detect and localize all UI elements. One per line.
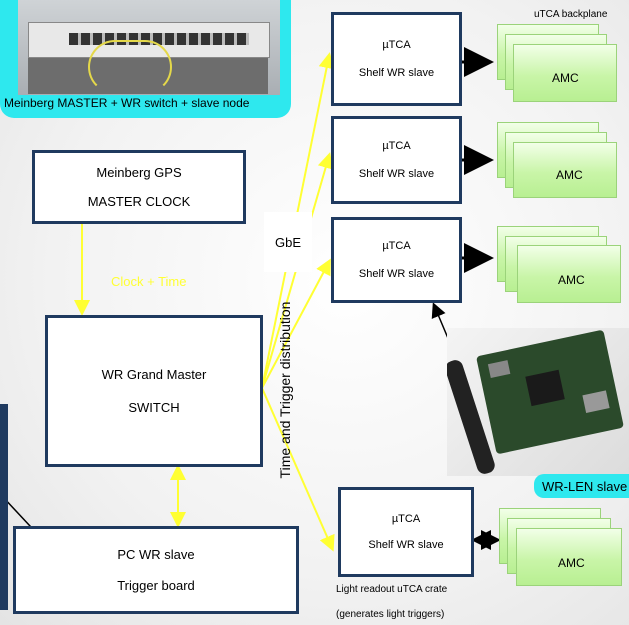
wrlen-label: WR-LEN slave <box>542 478 628 494</box>
shelf4-line1: µTCA <box>391 513 421 525</box>
gbe-text: GbE <box>274 234 301 250</box>
rack-photo-image <box>18 0 280 95</box>
pc-line1: PC WR slave <box>117 547 195 562</box>
pc-line2: Trigger board <box>117 578 195 593</box>
amc-label-3: AMC <box>558 273 585 287</box>
link-shelf-3 <box>261 258 331 389</box>
amc-card-1c <box>513 44 617 102</box>
grandmaster-box: WR Grand Master SWITCH <box>45 315 263 467</box>
amc-label-2: AMC <box>556 168 583 182</box>
left-panel-edge <box>0 404 8 610</box>
gps-master-box: Meinberg GPS MASTER CLOCK <box>32 150 246 224</box>
amc-label-4: AMC <box>558 556 585 570</box>
link-shelf-2 <box>261 152 334 389</box>
shelf3-line1: µTCA <box>382 240 411 252</box>
amc-label-1: AMC <box>552 71 579 85</box>
utca-shelf-1: µTCA Shelf WR slave <box>331 12 462 106</box>
crate-caption-1: Light readout uTCA crate <box>336 584 448 595</box>
rack-cable <box>88 40 172 94</box>
shelf4-line2: Shelf WR slave <box>368 539 444 551</box>
amc-card-2c <box>513 142 617 198</box>
pc-wr-slave-box: PC WR slave Trigger board <box>13 526 299 614</box>
grandmaster-line2: SWITCH <box>128 400 180 415</box>
shelf2-line1: µTCA <box>382 140 411 152</box>
shelf1-line2: Shelf WR slave <box>358 67 435 79</box>
grandmaster-line1: WR Grand Master <box>101 367 207 382</box>
link-shelf-4 <box>261 387 335 552</box>
clock-time-label: Clock + Time <box>111 274 187 289</box>
utca-shelf-2: µTCA Shelf WR slave <box>331 116 462 204</box>
rack-photo: Meinberg MASTER + WR switch + slave node <box>0 0 291 118</box>
shelf3-line2: Shelf WR slave <box>358 268 435 280</box>
crate-caption-2: (generates light triggers) <box>336 609 445 620</box>
gps-line1: Meinberg GPS <box>96 165 182 180</box>
distribution-label: Time and Trigger distribution <box>277 301 293 479</box>
photo-caption: Meinberg MASTER + WR switch + slave node <box>4 96 250 110</box>
gps-line2: MASTER CLOCK <box>87 194 191 209</box>
utca-shelf-3: µTCA Shelf WR slave <box>331 217 462 303</box>
wrlen-label-box: WR-LEN slave <box>534 474 629 498</box>
gbe-label: GbE <box>264 212 312 272</box>
backplane-label: uTCA backplane <box>534 9 608 20</box>
wrlen-pcb <box>476 329 624 455</box>
amc-card-3c <box>517 245 621 303</box>
amc-card-4c <box>516 528 622 586</box>
shelf1-line1: µTCA <box>382 39 411 51</box>
shelf2-line2: Shelf WR slave <box>358 168 435 180</box>
wrlen-board-photo <box>447 328 629 476</box>
utca-shelf-4: µTCA Shelf WR slave <box>338 487 474 577</box>
